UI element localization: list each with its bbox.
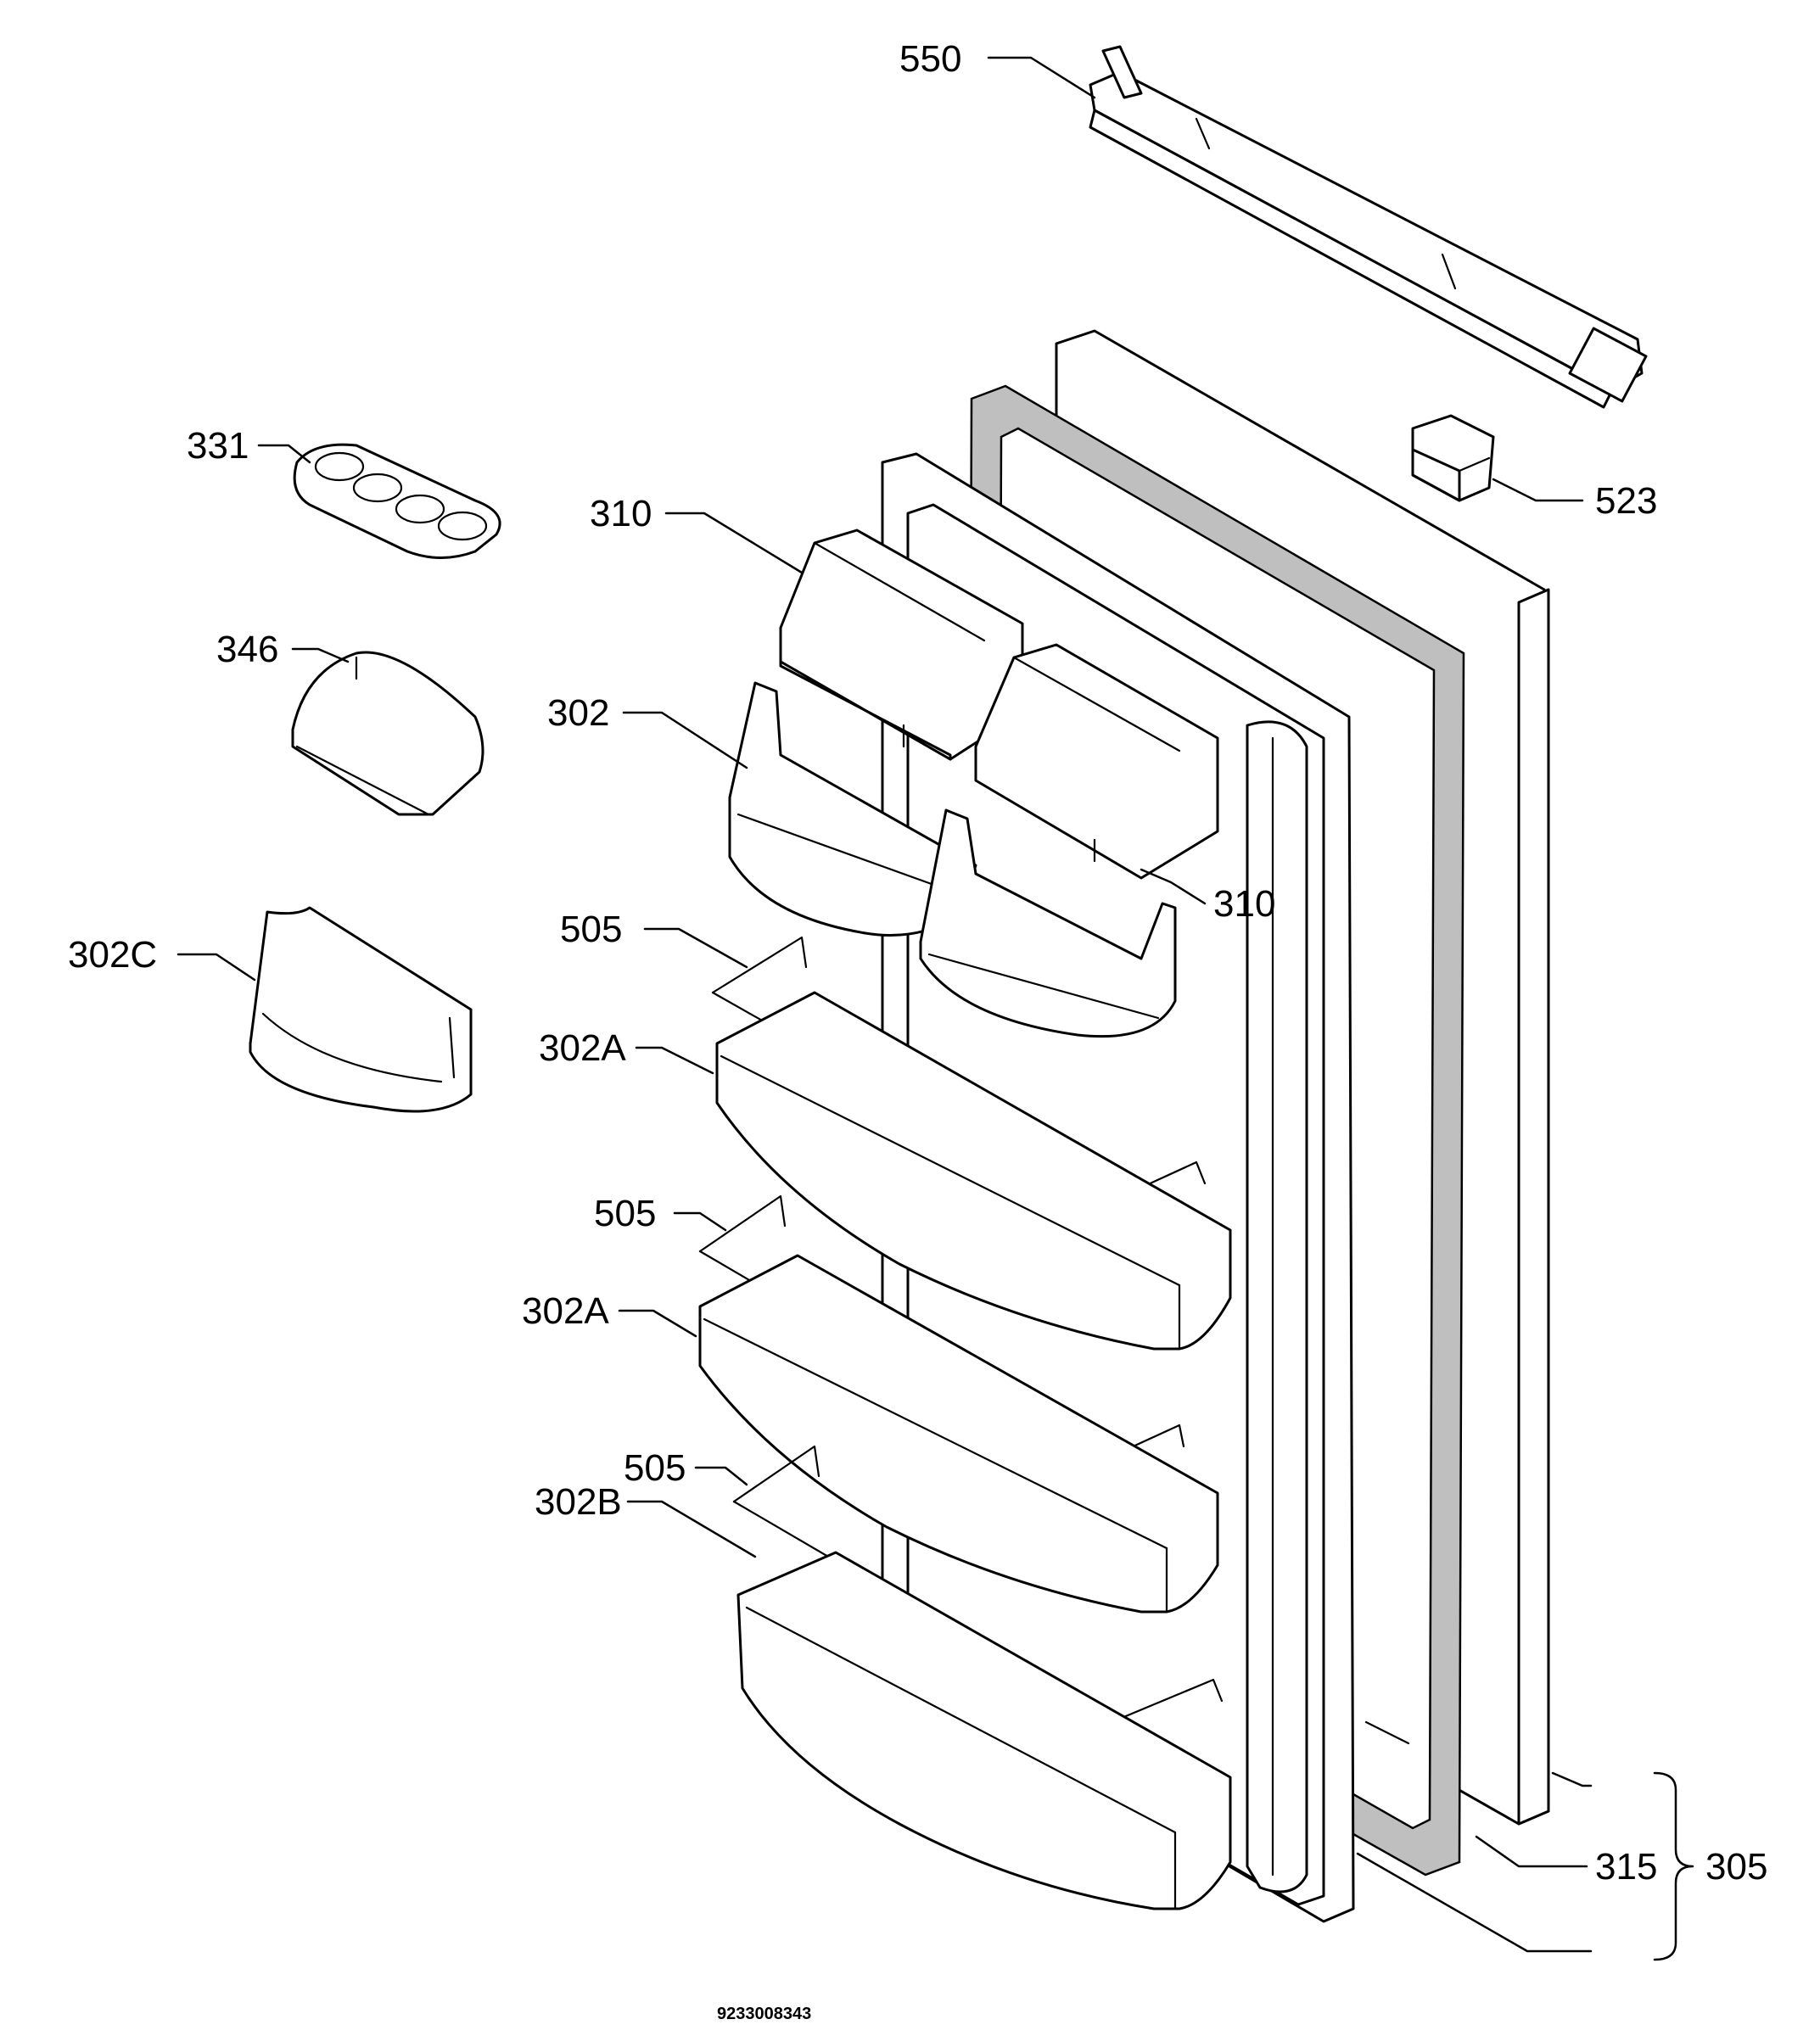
- label-305: 305: [1705, 1846, 1767, 1888]
- label-302c: 302C: [68, 934, 157, 976]
- leader-505-2: [673, 1211, 727, 1232]
- part-346-cheese-box: [291, 651, 484, 816]
- part-523-hinge-block: [1411, 414, 1495, 502]
- label-505-1: 505: [560, 909, 622, 950]
- part-302c-side-bin: [249, 906, 473, 1113]
- leader-505-3: [694, 1466, 748, 1486]
- leader-315-inner: [1356, 1852, 1593, 1953]
- leader-310-upper: [664, 512, 804, 574]
- part-310-dairy-compartment-lower: [974, 643, 1219, 880]
- leader-315-outer: [1551, 1771, 1593, 1787]
- callout-labels: 550 523 331 310 346 302 310 302C 505 302…: [68, 38, 1767, 2023]
- label-505-2: 505: [594, 1193, 656, 1234]
- label-302b: 302B: [535, 1481, 622, 1523]
- label-302a-2: 302A: [522, 1290, 609, 1332]
- label-302a-1: 302A: [539, 1027, 626, 1069]
- part-302a-door-shelf-1: [715, 991, 1232, 1351]
- drawing-code: 9233008343: [717, 2005, 811, 2023]
- part-331-egg-tray: [293, 443, 501, 559]
- part-302-small-bin-right: [919, 808, 1177, 1038]
- part-302a-door-shelf-2: [698, 1254, 1219, 1614]
- label-523: 523: [1595, 480, 1657, 522]
- label-302: 302: [547, 692, 609, 734]
- leader-331: [257, 444, 311, 464]
- label-346: 346: [216, 629, 278, 670]
- leader-523: [1492, 478, 1584, 502]
- leader-302b: [626, 1500, 757, 1558]
- leader-315: [1475, 1835, 1588, 1868]
- label-315: 315: [1595, 1846, 1657, 1888]
- label-310-lower: 310: [1213, 883, 1275, 925]
- leader-346: [291, 647, 350, 663]
- leader-302a-1: [635, 1046, 714, 1075]
- label-550: 550: [899, 38, 961, 80]
- label-310-upper: 310: [590, 493, 652, 534]
- brace-305: [1653, 1771, 1694, 1961]
- part-302b-bottle-shelf: [736, 1551, 1232, 1910]
- leader-lines: [176, 56, 1694, 1961]
- label-331: 331: [187, 425, 249, 467]
- leader-302: [622, 711, 748, 769]
- leader-505-1: [643, 927, 748, 969]
- leader-302c: [176, 953, 256, 982]
- leader-550: [987, 56, 1096, 99]
- label-505-3: 505: [624, 1447, 686, 1489]
- leader-302a-2: [618, 1309, 697, 1338]
- leader-310-lower: [1140, 868, 1207, 905]
